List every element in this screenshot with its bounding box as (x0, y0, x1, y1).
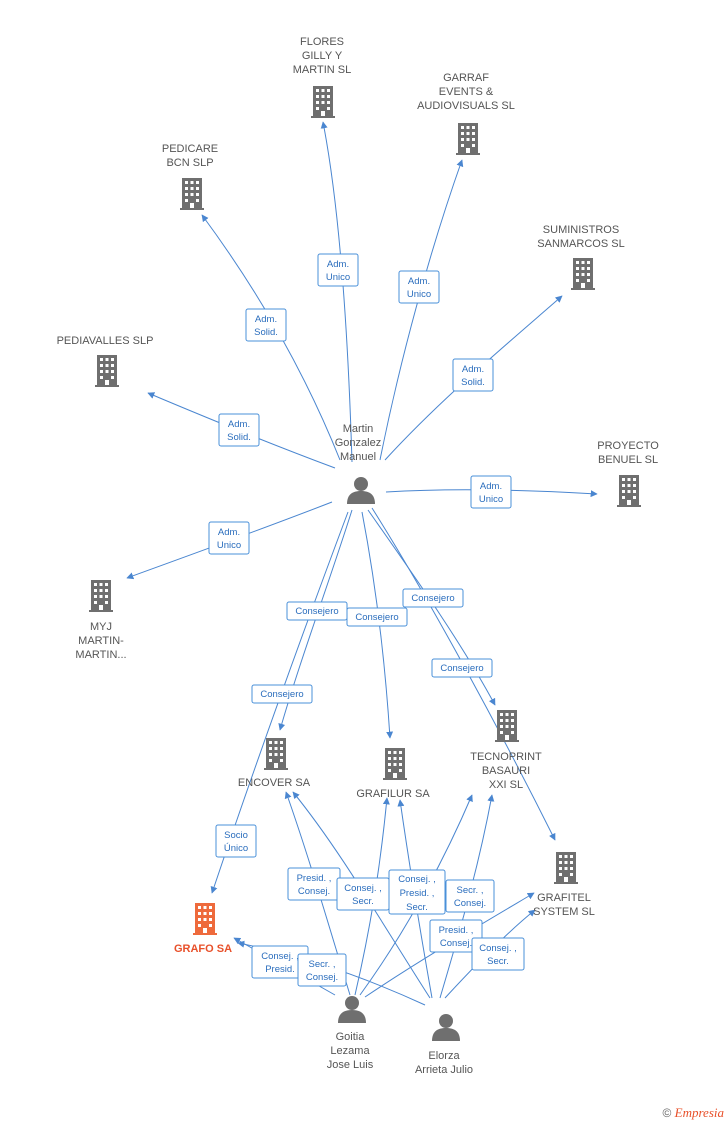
building-icon (456, 123, 480, 155)
role-tag[interactable]: Consejero (402, 588, 464, 608)
role-tag[interactable]: Adm.Solid. (218, 413, 260, 447)
svg-text:Adm.Solid.: Adm.Solid. (254, 314, 278, 338)
building-icon (89, 580, 113, 612)
svg-text:Consejero: Consejero (411, 593, 454, 604)
svg-text:Presid. ,Consej.: Presid. ,Consej. (439, 925, 474, 949)
svg-text:Adm.Unico: Adm.Unico (217, 527, 241, 551)
role-tag[interactable]: Consej. ,Secr. (471, 937, 525, 971)
building-icon (193, 903, 217, 935)
svg-text:Consejero: Consejero (355, 612, 398, 623)
role-tag[interactable]: Secr. ,Consej. (297, 953, 347, 987)
company-label: PEDIAVALLES SLP (57, 335, 154, 347)
role-tag[interactable]: Adm.Solid. (245, 308, 287, 342)
company-label: ENCOVER SA (238, 777, 311, 789)
role-tag[interactable]: Consejero (346, 607, 408, 627)
building-icon (383, 748, 407, 780)
company-label: GRAFO SA (174, 943, 232, 955)
role-tag[interactable]: Adm.Unico (470, 475, 512, 509)
building-icon (264, 738, 288, 770)
svg-text:Adm.Solid.: Adm.Solid. (227, 419, 251, 443)
building-icon (311, 86, 335, 118)
svg-text:Adm.Unico: Adm.Unico (407, 276, 431, 300)
person-icon (347, 477, 375, 504)
footer-brand: © Empresia (662, 1105, 724, 1121)
role-tag[interactable]: Secr. ,Consej. (445, 879, 495, 913)
svg-text:Secr. ,Consej.: Secr. ,Consej. (306, 959, 338, 983)
company-grafilur[interactable]: GRAFILUR SA (356, 748, 430, 800)
building-icon (571, 258, 595, 290)
svg-text:Adm.Unico: Adm.Unico (479, 481, 503, 505)
company-encover[interactable]: ENCOVER SA (238, 738, 311, 789)
svg-text:Consej. ,Presid. ,Secr.: Consej. ,Presid. ,Secr. (398, 874, 436, 913)
svg-text:Adm.Unico: Adm.Unico (326, 259, 350, 283)
company-pediavalles[interactable]: PEDIAVALLES SLP (57, 335, 154, 387)
svg-text:Consej. ,Secr.: Consej. ,Secr. (479, 943, 517, 967)
svg-text:Consej. ,Presid.: Consej. ,Presid. (261, 951, 299, 975)
role-tag[interactable]: Adm.Unico (398, 270, 440, 304)
company-grafo[interactable]: GRAFO SA (174, 903, 232, 955)
building-icon (617, 475, 641, 507)
role-tag[interactable]: Consejero (286, 601, 348, 621)
copyright-icon: © (662, 1106, 672, 1120)
brand-logo-text: Empresia (674, 1105, 724, 1120)
role-tag[interactable]: Consejero (251, 684, 313, 704)
role-tag[interactable]: Consej. ,Presid. ,Secr. (388, 869, 446, 915)
svg-text:Presid. ,Consej.: Presid. ,Consej. (297, 873, 332, 897)
role-tag[interactable]: Adm.Unico (317, 253, 359, 287)
role-tag[interactable]: Presid. ,Consej. (287, 867, 341, 901)
svg-text:Consejero: Consejero (295, 606, 338, 617)
role-tag[interactable]: Consejero (431, 658, 493, 678)
person-icon (432, 1014, 460, 1041)
svg-text:Consejero: Consejero (260, 689, 303, 700)
svg-text:Consej. ,Secr.: Consej. ,Secr. (344, 883, 382, 907)
role-tag[interactable]: Consej. ,Secr. (336, 877, 390, 911)
edges (126, 121, 598, 1006)
building-icon (554, 852, 578, 884)
svg-text:Consejero: Consejero (440, 663, 483, 674)
role-tag[interactable]: Adm.Solid. (452, 358, 494, 392)
role-tag[interactable]: Adm.Unico (208, 521, 250, 555)
svg-text:Adm.Solid.: Adm.Solid. (461, 364, 485, 388)
svg-text:Secr. ,Consej.: Secr. ,Consej. (454, 885, 486, 909)
company-label: GRAFILUR SA (356, 788, 430, 800)
building-icon (95, 355, 119, 387)
building-icon (495, 710, 519, 742)
role-tag[interactable]: Presid. ,Consej. (429, 919, 483, 953)
person-icon (338, 996, 366, 1023)
building-icon (180, 178, 204, 210)
